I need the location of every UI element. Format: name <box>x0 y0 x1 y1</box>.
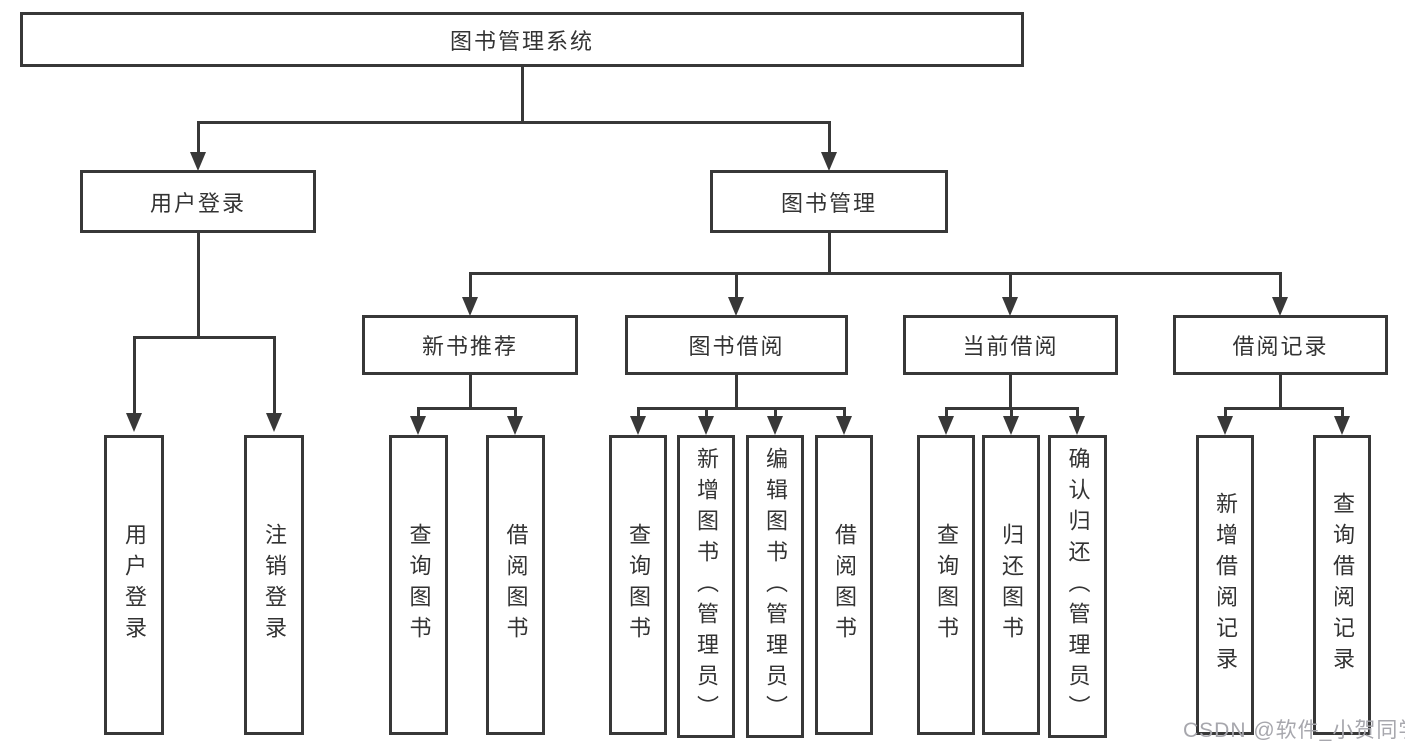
connector-records-rail <box>1224 407 1344 410</box>
connector-user-login-drop-1 <box>133 336 136 414</box>
connector-book-mgmt-drop-3 <box>1009 272 1012 300</box>
leaf-add-borrow-record: 新增借阅记录 <box>1196 435 1254 735</box>
connector-book-mgmt-drop-2 <box>735 272 738 300</box>
leaf-confirm-return-admin: 确认归还（管理员） <box>1048 435 1107 738</box>
node-user-login: 用户登录 <box>80 170 316 233</box>
leaf-logout: 注销登录 <box>244 435 304 735</box>
connector-current-stem <box>1009 375 1012 410</box>
arrow-down-icon <box>190 152 206 171</box>
connector-user-login-rail <box>133 336 276 339</box>
node-borrowing-records: 借阅记录 <box>1173 315 1388 375</box>
leaf-return-books: 归还图书 <box>982 435 1040 735</box>
connector-book-mgmt-stem <box>828 233 831 275</box>
connector-current-drop-2 <box>1010 407 1013 419</box>
connector-records-stem <box>1279 375 1282 410</box>
connector-book-mgmt-rail <box>469 272 1282 275</box>
leaf-borrow-books-borrowing: 借阅图书 <box>815 435 873 735</box>
connector-book-mgmt-drop-4 <box>1279 272 1282 300</box>
node-book-management: 图书管理 <box>710 170 948 233</box>
connector-borrow-drop-1 <box>637 407 640 419</box>
arrow-down-icon <box>1003 416 1019 435</box>
leaf-query-books-current: 查询图书 <box>917 435 975 735</box>
leaf-edit-books-admin: 编辑图书（管理员） <box>746 435 804 738</box>
connector-borrow-drop-2 <box>705 407 708 419</box>
leaf-user-login: 用户登录 <box>104 435 164 735</box>
connector-recommend-drop-2 <box>514 407 517 419</box>
arrow-down-icon <box>1217 416 1233 435</box>
arrow-down-icon <box>507 416 523 435</box>
arrow-down-icon <box>462 297 478 316</box>
connector-recommend-rail <box>417 407 517 410</box>
watermark: CSDN @软件_小贺同学 <box>1183 719 1405 742</box>
arrow-down-icon <box>266 413 282 432</box>
arrow-down-icon <box>821 152 837 171</box>
leaf-borrow-books-recommend: 借阅图书 <box>486 435 545 735</box>
leaf-query-books-recommend: 查询图书 <box>389 435 448 735</box>
connector-recommend-drop-1 <box>417 407 420 419</box>
node-current-borrowing: 当前借阅 <box>903 315 1118 375</box>
arrow-down-icon <box>126 413 142 432</box>
arrow-down-icon <box>1002 297 1018 316</box>
connector-root-stem <box>521 67 524 121</box>
connector-recommend-stem <box>469 375 472 410</box>
node-new-book-recommendation: 新书推荐 <box>362 315 578 375</box>
connector-root-rail <box>197 121 831 124</box>
arrow-down-icon <box>767 416 783 435</box>
arrow-down-icon <box>1334 416 1350 435</box>
arrow-down-icon <box>1272 297 1288 316</box>
leaf-query-books-borrowing: 查询图书 <box>609 435 667 735</box>
connector-root-drop-left <box>197 121 200 154</box>
arrow-down-icon <box>836 416 852 435</box>
connector-records-drop-2 <box>1341 407 1344 419</box>
connector-current-drop-3 <box>1076 407 1079 419</box>
leaf-query-borrow-record: 查询借阅记录 <box>1313 435 1371 735</box>
connector-borrow-drop-4 <box>843 407 846 419</box>
arrow-down-icon <box>938 416 954 435</box>
arrow-down-icon <box>630 416 646 435</box>
connector-root-drop-right <box>828 121 831 154</box>
leaf-add-books-admin: 新增图书（管理员） <box>677 435 735 738</box>
arrow-down-icon <box>410 416 426 435</box>
connector-borrow-stem <box>735 375 738 410</box>
connector-current-drop-1 <box>945 407 948 419</box>
connector-user-login-drop-2 <box>273 336 276 414</box>
connector-borrow-drop-3 <box>774 407 777 419</box>
arrow-down-icon <box>728 297 744 316</box>
node-library-management-system: 图书管理系统 <box>20 12 1024 67</box>
connector-book-mgmt-drop-1 <box>469 272 472 300</box>
connector-user-login-stem <box>197 233 200 339</box>
connector-borrow-rail <box>637 407 846 410</box>
arrow-down-icon <box>1069 416 1085 435</box>
node-book-borrowing: 图书借阅 <box>625 315 848 375</box>
arrow-down-icon <box>698 416 714 435</box>
connector-records-drop-1 <box>1224 407 1227 419</box>
